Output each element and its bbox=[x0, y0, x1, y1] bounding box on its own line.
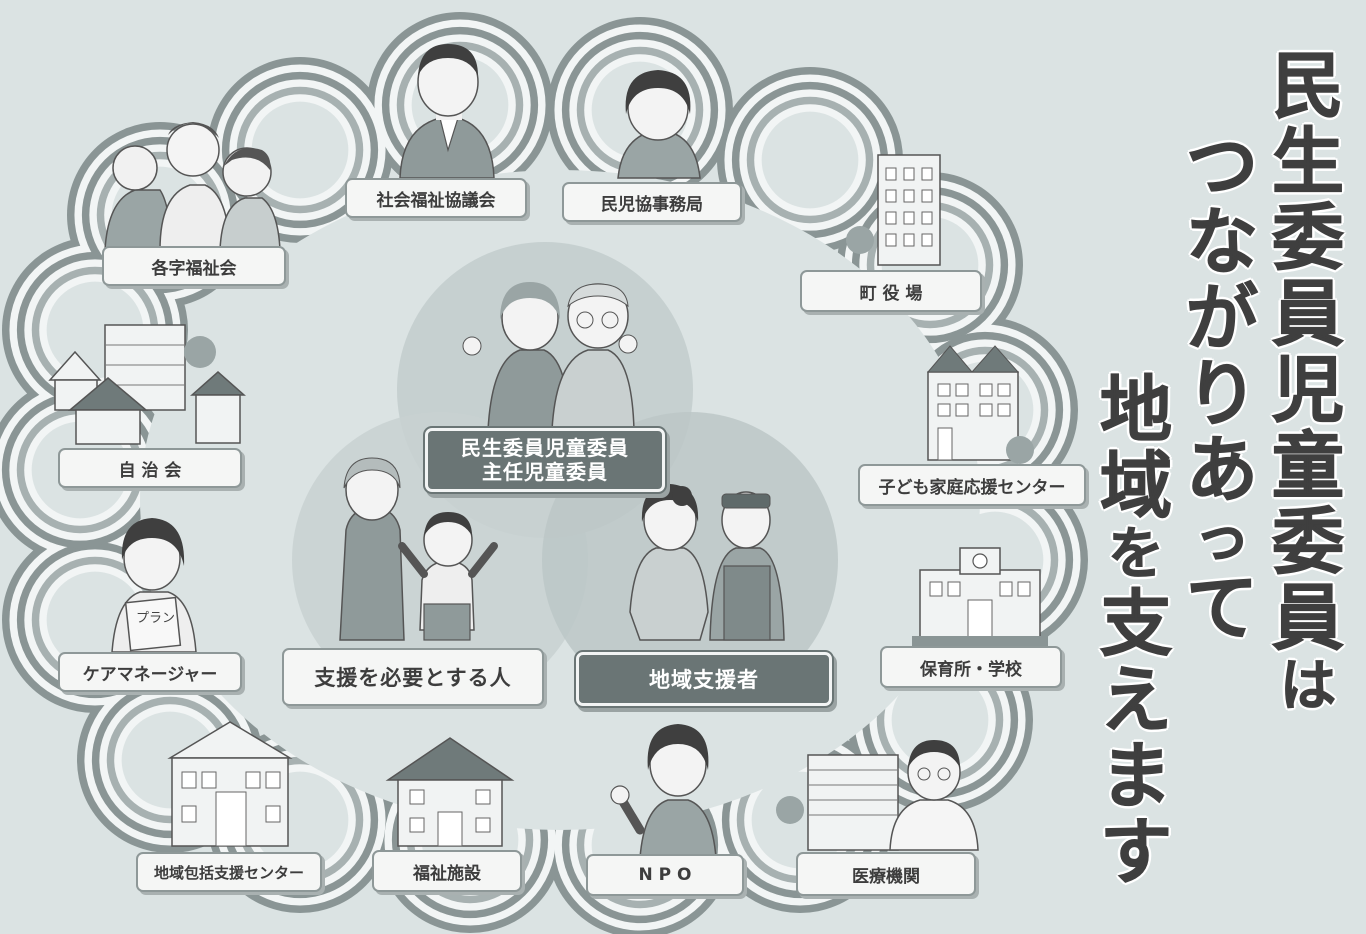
title-character: 児 bbox=[1271, 348, 1344, 432]
title-character: 生 bbox=[1271, 120, 1344, 204]
title-character: な bbox=[1185, 200, 1258, 284]
care-manager-label[interactable]: ケアマネージャー bbox=[58, 652, 242, 692]
district-welfare-association-label[interactable]: 各字福祉会 bbox=[102, 246, 286, 286]
title-character: て bbox=[1185, 566, 1258, 650]
person-needing-support-label[interactable]: 支援を必要とする人 bbox=[282, 648, 544, 706]
town-hall-label[interactable]: 町 役 場 bbox=[800, 270, 982, 312]
cloud-ring-band bbox=[891, 671, 989, 769]
title-character: 委 bbox=[1271, 500, 1344, 584]
minjikyo-office-text: 民児協事務局 bbox=[601, 194, 703, 215]
cloud-ring-band bbox=[251, 101, 349, 199]
title-character: を bbox=[1108, 522, 1165, 587]
minjikyo-office-label[interactable]: 民児協事務局 bbox=[562, 182, 742, 222]
neighborhood-association-label[interactable]: 自 治 会 bbox=[58, 448, 242, 488]
commissioner-label-line2: 主任児童委員 bbox=[482, 460, 608, 484]
community-support-center-label[interactable]: 地域包括支援センター bbox=[136, 852, 322, 892]
neighborhood-association-text: 自 治 会 bbox=[118, 460, 182, 481]
hospital-and-doctor-icon bbox=[776, 740, 979, 851]
title-character: が bbox=[1185, 276, 1258, 360]
people-illustrations: プラン bbox=[48, 44, 1048, 859]
title-character: 支 bbox=[1099, 582, 1172, 666]
town-hall-building-icon bbox=[846, 154, 941, 266]
care-manager-woman-icon: プラン bbox=[111, 518, 197, 653]
child-family-center-label[interactable]: 子ども家庭応援センター bbox=[858, 464, 1086, 506]
nursery-school-text: 保育所・学校 bbox=[920, 659, 1022, 680]
title-character: 員 bbox=[1271, 272, 1344, 356]
child-family-center-text: 子ども家庭応援センター bbox=[878, 477, 1066, 498]
medical-institution-label[interactable]: 医療機関 bbox=[796, 852, 976, 896]
social-welfare-council-text: 社会福祉協議会 bbox=[376, 190, 496, 211]
title-column-1: 民生委 員児童 委員は bbox=[1268, 44, 1348, 719]
group-of-three-people-icon bbox=[104, 122, 281, 251]
welfare-facility-building-icon bbox=[385, 737, 515, 847]
title-character: は bbox=[1280, 654, 1337, 719]
title-column-2: つなが りあっ て bbox=[1182, 124, 1262, 650]
title-column-3: 地域を 支えま す bbox=[1096, 368, 1176, 894]
title-character: 地 bbox=[1099, 368, 1172, 452]
npo-text: N P O bbox=[638, 865, 692, 885]
district-welfare-association-text: 各字福祉会 bbox=[151, 258, 237, 279]
elderly-woman-and-child-icon bbox=[339, 457, 498, 641]
plan-card-text: プラン bbox=[136, 611, 175, 626]
commissioner-label-line1: 民生委員児童委員 bbox=[461, 436, 629, 460]
care-manager-text: ケアマネージャー bbox=[82, 664, 218, 685]
title-character: つ bbox=[1185, 124, 1258, 208]
title-character: ま bbox=[1099, 734, 1172, 818]
npo-label[interactable]: N P O bbox=[586, 854, 744, 896]
title-character: 委 bbox=[1271, 196, 1344, 280]
community-support-center-text: 地域包括支援センター bbox=[153, 863, 304, 882]
school-building-icon bbox=[912, 547, 1048, 646]
medical-institution-text: 医療機関 bbox=[852, 866, 920, 887]
welfare-facility-text: 福祉施設 bbox=[413, 863, 481, 884]
title-character: え bbox=[1099, 658, 1172, 742]
title-character: あ bbox=[1185, 428, 1258, 512]
community-supporter-label[interactable]: 地域支援者 bbox=[576, 652, 832, 706]
title-character: り bbox=[1185, 352, 1258, 436]
community-supporters-icon bbox=[629, 484, 785, 641]
community-supporter-text: 地域支援者 bbox=[649, 668, 759, 692]
welfare-facility-label[interactable]: 福祉施設 bbox=[372, 850, 522, 892]
welfare-commissioner-couple-icon bbox=[462, 282, 638, 431]
title-character: 域 bbox=[1099, 444, 1172, 528]
man-in-suit-icon bbox=[399, 44, 495, 179]
neighborhood-houses-icon bbox=[48, 324, 246, 445]
child-family-center-building-icon bbox=[926, 345, 1034, 464]
nursery-school-label[interactable]: 保育所・学校 bbox=[880, 646, 1062, 688]
title-character: す bbox=[1099, 810, 1172, 894]
social-welfare-council-label[interactable]: 社会福祉協議会 bbox=[345, 178, 527, 218]
office-woman-icon bbox=[617, 70, 701, 179]
cloud-ring-band bbox=[761, 111, 859, 209]
person-needing-support-text: 支援を必要とする人 bbox=[314, 666, 512, 690]
commissioner-label[interactable]: 民生委員児童委員 主任児童委員 bbox=[425, 428, 665, 492]
title-character: 員 bbox=[1271, 576, 1344, 660]
title-character: 民 bbox=[1271, 44, 1344, 128]
community-support-center-building-icon bbox=[167, 721, 293, 847]
npo-woman-icon bbox=[610, 724, 717, 859]
title-character: っ bbox=[1194, 506, 1251, 571]
town-hall-text: 町 役 場 bbox=[859, 283, 923, 304]
title-character: 童 bbox=[1271, 424, 1344, 508]
